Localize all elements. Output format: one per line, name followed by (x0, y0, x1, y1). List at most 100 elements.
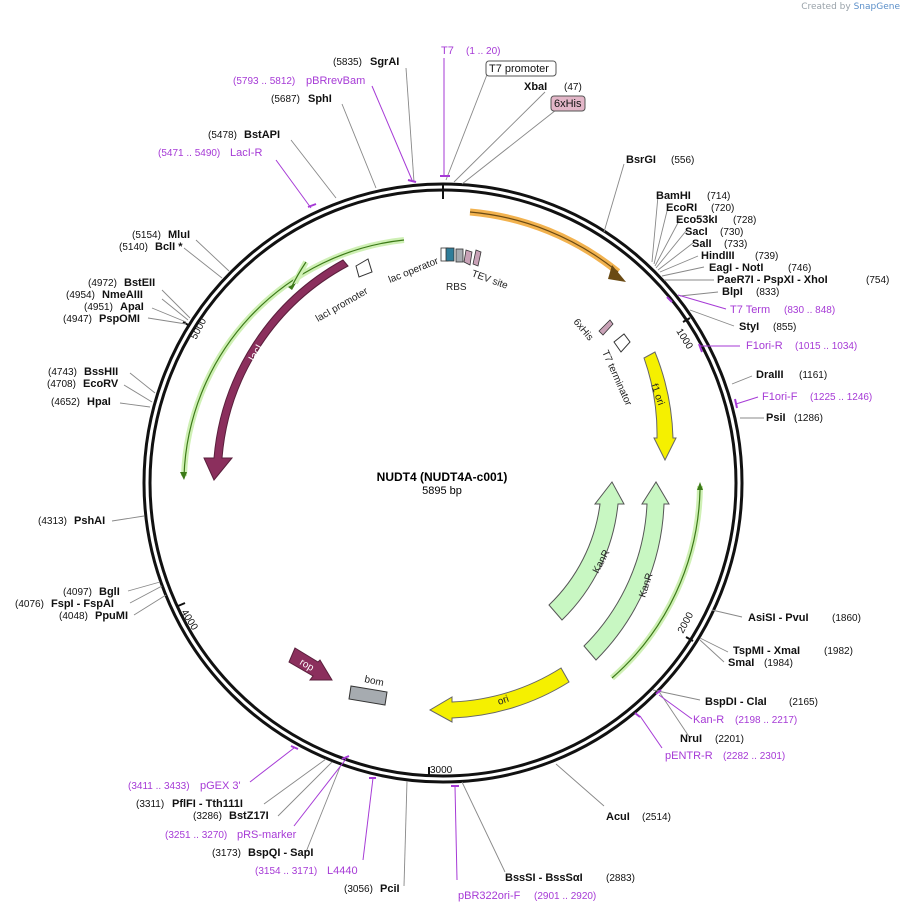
enzyme-pspomi: PspOMI (99, 313, 140, 325)
pos-xbai: (47) (564, 82, 582, 93)
plasmid-title: NUDT4 (NUDT4A-c001) (377, 470, 508, 484)
primer-pgex-pos: (3411 .. 3433) (128, 781, 190, 792)
enzyme-bspqi: BspQI - SapI (248, 847, 313, 859)
enzyme-smai: SmaI (728, 657, 754, 669)
enzyme-bsrgi: BsrGI (626, 154, 656, 166)
pos-pcii: (3056) (344, 884, 373, 895)
enzyme-sali: SalI (692, 238, 712, 250)
pos-bgli: (4097) (63, 587, 92, 598)
primer-prs-marker: pRS-marker (237, 829, 297, 841)
enzyme-asisi: AsiSI - PvuI (748, 612, 809, 624)
enzyme-bsshii: BssHII (84, 366, 118, 378)
feature-his-small (463, 249, 473, 266)
enzyme-sphi: SphI (308, 93, 332, 105)
primer-pbr322ori-f-pos: (2901 .. 2920) (534, 891, 596, 902)
his-box-label: 6xHis (554, 98, 582, 110)
pos-hpai: (4652) (51, 397, 80, 408)
pos-apai: (4951) (84, 302, 113, 313)
feature-kanr-outer (583, 481, 670, 661)
pos-pshai: (4313) (38, 516, 67, 527)
feature-bom (348, 685, 388, 706)
feature-ori (428, 667, 570, 723)
pos-bsshii: (4743) (48, 367, 77, 378)
his-box: 6xHis (550, 95, 586, 112)
primer-l4440-pos: (3154 .. 3171) (255, 866, 317, 877)
primer-l4440: L4440 (327, 865, 358, 877)
label-tev-site: TEV site (470, 268, 510, 291)
pos-eagi: (746) (788, 263, 811, 274)
enzyme-ecorv: EcoRV (83, 378, 119, 390)
enzyme-blpi: BlpI (722, 286, 743, 298)
primer-laci-r: LacI-R (230, 147, 262, 159)
enzyme-bstz17i: BstZ17I (229, 810, 269, 822)
pos-sgrai: (5835) (333, 57, 362, 68)
pos-ecorv: (4708) (47, 379, 76, 390)
svg-text:2000: 2000 (676, 610, 696, 635)
label-ori: ori (496, 694, 510, 708)
pos-sali: (733) (724, 239, 747, 250)
primer-pbrrevbam: pBRrevBam (306, 75, 365, 87)
pos-acui: (2514) (642, 812, 671, 823)
pos-pspomi: (4947) (63, 314, 92, 325)
pos-psii: (1286) (794, 413, 823, 424)
enzyme-xbai: XbaI (524, 81, 547, 93)
enzyme-hpai: HpaI (87, 396, 111, 408)
label-laci-promoter: lacI promoter (314, 286, 371, 325)
pos-blpi: (833) (756, 287, 779, 298)
primer-f1ori-f: F1ori-F (762, 391, 798, 403)
enzyme-bstapi: BstAPI (244, 129, 280, 141)
feature-laci-promoter-arrow (355, 258, 373, 278)
primer-kan-r-pos: (2198 .. 2217) (735, 715, 797, 726)
pos-paer7i: (754) (866, 275, 889, 286)
pos-bcli: (5140) (119, 242, 148, 253)
primer-t7term: T7 Term (730, 304, 770, 316)
primer-kan-r: Kan-R (693, 714, 724, 726)
primer-pbrrevbam-pos: (5793 .. 5812) (233, 76, 295, 87)
enzyme-bspdi: BspDI - ClaI (705, 696, 767, 708)
svg-text:3000: 3000 (430, 765, 453, 776)
label-his-inner: 6xHis (571, 317, 596, 343)
enzyme-draiii: DraIII (756, 369, 784, 381)
pos-fspi: (4076) (15, 599, 44, 610)
pos-ecori: (720) (711, 203, 734, 214)
pos-nrui: (2201) (715, 734, 744, 745)
enzyme-pcii: PciI (380, 883, 400, 895)
primer-pbr322ori-f: pBR322ori-F (458, 890, 521, 902)
snapgene-credit: Created by SnapGene (801, 2, 900, 12)
primer-prs-marker-pos: (3251 .. 3270) (165, 830, 227, 841)
enzyme-fspi: FspI - FspAI (51, 598, 114, 610)
pos-hindiii: (739) (755, 251, 778, 262)
enzyme-bamhi: BamHI (656, 190, 691, 202)
pos-bspdi: (2165) (789, 697, 818, 708)
primer-leader-lines (249, 58, 759, 881)
pos-bsteii: (4972) (88, 278, 117, 289)
pos-pflfi: (3311) (136, 799, 164, 810)
pos-bsssi: (2883) (606, 873, 635, 884)
enzyme-styi: StyI (739, 321, 759, 333)
pos-bspqi: (3173) (212, 848, 241, 859)
enzyme-paer7i: PaeR7I - PspXI - XhoI (717, 274, 828, 286)
pos-mlui: (5154) (132, 230, 161, 241)
enzyme-hindiii: HindIII (701, 250, 735, 262)
enzyme-nrui: NruI (680, 733, 702, 745)
enzyme-bgli: BglI (99, 586, 120, 598)
feature-tev-box (455, 248, 464, 263)
pos-bstz17i: (3286) (193, 811, 222, 822)
enzyme-saci: SacI (685, 226, 708, 238)
primer-marks (290, 175, 738, 787)
label-lac-operator: lac operator (387, 256, 441, 286)
enzyme-pflfi: PflFI - Tth111I (172, 798, 243, 810)
pos-ppumi: (4048) (59, 611, 88, 622)
pos-bamhi: (714) (707, 191, 730, 202)
pos-eco53ki: (728) (733, 215, 756, 226)
pos-sphi: (5687) (271, 94, 300, 105)
enzyme-sgrai: SgrAI (370, 56, 399, 68)
pos-bsrgi: (556) (671, 155, 694, 166)
enzyme-apai: ApaI (120, 301, 144, 313)
feature-tev-small (472, 249, 482, 267)
feature-t7-terminator (613, 333, 631, 353)
primer-pgex: pGEX 3' (200, 780, 241, 792)
feature-rbs-box (445, 247, 455, 262)
feature-rop (288, 647, 333, 681)
